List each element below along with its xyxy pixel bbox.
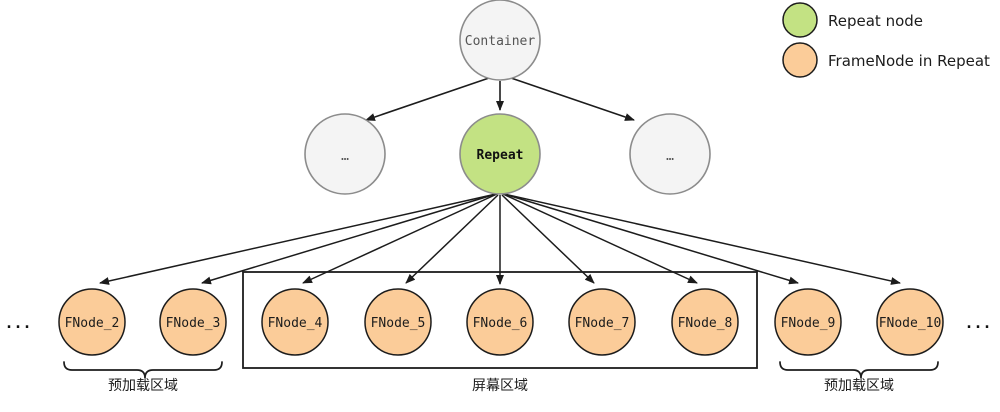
node-repeat[interactable]: Repeat xyxy=(459,113,541,195)
fnode-6-circle xyxy=(466,288,534,356)
placeholder-left-label: … xyxy=(341,149,349,164)
fnode-4-label: FNode_4 xyxy=(268,316,323,331)
edges-repeat-to-framenodes xyxy=(99,193,901,285)
fnode-9-label: FNode_9 xyxy=(781,316,836,331)
placeholder-right-circle xyxy=(629,113,711,195)
node-placeholder-left[interactable]: … xyxy=(304,113,386,195)
edge-repeat-to-fnode-3 xyxy=(201,193,497,285)
node-container[interactable]: Container xyxy=(459,0,541,81)
fnode-5-label: FNode_5 xyxy=(371,316,426,331)
node-fnode-10[interactable]: FNode_10 xyxy=(876,288,944,356)
fnode-5-circle xyxy=(364,288,432,356)
zone-label-screen: 屏幕区域 xyxy=(472,378,528,394)
container-label: Container xyxy=(465,34,536,49)
repeat-label: Repeat xyxy=(477,148,524,163)
fnode-7-label: FNode_7 xyxy=(575,316,630,331)
repeat-circle xyxy=(459,113,541,195)
edge-container-to-left-placeholder xyxy=(365,77,490,121)
edge-repeat-to-fnode-8 xyxy=(502,193,698,284)
edge-repeat-to-fnode-2 xyxy=(99,193,497,285)
edges-container-to-midrow xyxy=(365,77,635,121)
fnode-10-circle xyxy=(876,288,944,356)
overflow-left-ellipsis: ... xyxy=(4,314,31,332)
legend: Repeat node FrameNode in Repeat xyxy=(782,2,990,78)
legend-item-repeat-node: Repeat node xyxy=(782,2,923,38)
placeholder-left-circle xyxy=(304,113,386,195)
node-fnode-3[interactable]: FNode_3 xyxy=(159,288,227,356)
node-fnode-8[interactable]: FNode_8 xyxy=(671,288,739,356)
placeholder-right-label: … xyxy=(666,149,674,164)
zone-label-preload-left: 预加载区域 xyxy=(108,378,178,394)
fnode-10-label: FNode_10 xyxy=(879,316,942,331)
node-fnode-6[interactable]: FNode_6 xyxy=(466,288,534,356)
legend-item-framenode: FrameNode in Repeat xyxy=(782,42,990,78)
fnode-7-circle xyxy=(568,288,636,356)
edge-repeat-to-fnode-9 xyxy=(503,193,799,285)
fnode-9-circle xyxy=(774,288,842,356)
fnode-8-label: FNode_8 xyxy=(678,316,733,331)
edge-repeat-to-fnode-7 xyxy=(501,194,595,284)
node-fnode-5[interactable]: FNode_5 xyxy=(364,288,432,356)
edge-repeat-to-fnode-4 xyxy=(302,193,498,284)
node-fnode-4[interactable]: FNode_4 xyxy=(261,288,329,356)
fnode-6-label: FNode_6 xyxy=(473,316,528,331)
screen-area-rect xyxy=(242,271,758,369)
fnode-3-label: FNode_3 xyxy=(166,316,221,331)
node-fnode-2[interactable]: FNode_2 xyxy=(58,288,126,356)
edge-repeat-to-fnode-10 xyxy=(503,193,901,285)
legend-label-repeat-node: Repeat node xyxy=(828,12,923,30)
container-circle xyxy=(459,0,541,81)
legend-swatch-framenode xyxy=(782,42,818,78)
legend-swatch-repeat-node xyxy=(782,2,818,38)
fnode-4-circle xyxy=(261,288,329,356)
node-placeholder-right[interactable]: … xyxy=(629,113,711,195)
fnode-8-circle xyxy=(671,288,739,356)
zone-label-preload-right: 预加载区域 xyxy=(824,378,894,394)
legend-label-framenode: FrameNode in Repeat xyxy=(828,52,990,70)
overflow-right-ellipsis: ... xyxy=(964,314,991,332)
fnode-2-label: FNode_2 xyxy=(65,316,120,331)
fnode-2-circle xyxy=(58,288,126,356)
brace-preload-left xyxy=(63,361,223,379)
edge-container-to-right-placeholder xyxy=(510,77,635,121)
node-fnode-7[interactable]: FNode_7 xyxy=(568,288,636,356)
fnode-3-circle xyxy=(159,288,227,356)
brace-preload-right xyxy=(779,361,939,379)
edge-repeat-to-fnode-5 xyxy=(405,194,499,284)
node-fnode-9[interactable]: FNode_9 xyxy=(774,288,842,356)
